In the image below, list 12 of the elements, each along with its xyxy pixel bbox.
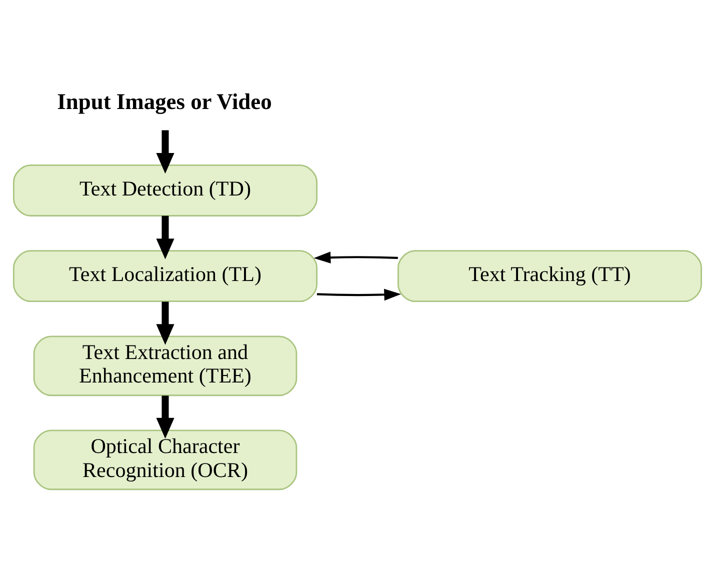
arrow	[156, 215, 174, 259]
node-box: Text Tracking (TT)	[398, 250, 702, 302]
arrow	[156, 130, 174, 174]
arrow	[156, 301, 174, 344]
node-box: Text Detection (TD)	[12, 164, 318, 216]
node-text: Input Images or Video	[57, 88, 272, 114]
node-box: Text Localization (TL)	[12, 250, 318, 302]
node-box: Text Extraction and Enhancement (TEE)	[33, 335, 298, 396]
arrow	[314, 251, 398, 263]
node-box: Optical Character Recognition (OCR)	[33, 429, 298, 490]
arrow	[316, 288, 402, 300]
arrow	[156, 395, 174, 438]
